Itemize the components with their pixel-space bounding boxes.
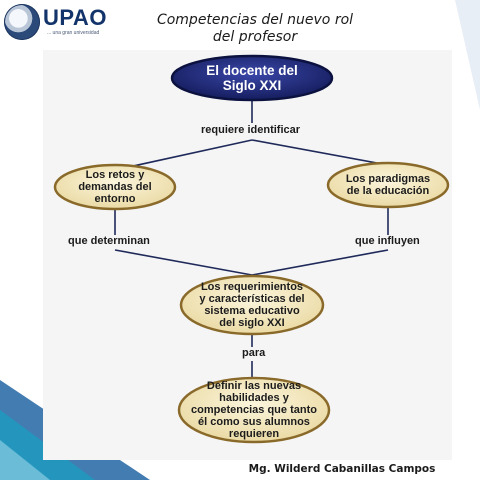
node-paradigmas-line-1: Los paradigmas <box>345 173 431 185</box>
slide-title-line-1: Competencias del nuevo rol <box>156 12 354 28</box>
node-definir-shape <box>177 376 331 444</box>
label-para: para <box>240 347 268 359</box>
logo-tagline: ... una gran universidad <box>47 30 100 36</box>
node-requerimientos-line-4: del siglo XXI <box>219 317 285 329</box>
node-retos-line-2: demandas del <box>78 181 152 193</box>
node-retos-line-1: Los retos y <box>85 169 145 181</box>
university-emblem-icon <box>4 4 40 40</box>
logo-name: UPAO <box>43 5 107 30</box>
upao-logo: UPAO ... una gran universidad <box>4 4 110 40</box>
node-requerimientos-line-3: sistema educativo <box>204 305 300 317</box>
node-paradigmas-shape <box>326 161 450 209</box>
node-definir-line-5: requieren <box>228 428 280 440</box>
line-requiere-to-right <box>251 139 389 166</box>
label-que-determinan: que determinan <box>66 235 152 247</box>
node-docente: El docente del Siglo XXI <box>175 62 329 94</box>
connector-lines <box>114 100 389 378</box>
node-paradigmas: Los paradigmas de la educación <box>333 167 443 203</box>
line-influyen-to-middle <box>251 249 389 276</box>
node-retos: Los retos y demandas del entorno <box>60 168 170 206</box>
slide-title: Competencias del nuevo rol del profesor <box>120 12 390 46</box>
label-que-influyen: que influyen <box>353 235 422 247</box>
node-retos-shape <box>53 163 177 211</box>
node-requerimientos-line-1: Los requerimientos <box>200 281 304 293</box>
node-definir-line-3: competencias que tanto <box>191 404 317 416</box>
node-definir: Definir las nuevas habilidades y compete… <box>184 380 324 440</box>
node-requerimientos-line-2: y características del <box>199 293 305 305</box>
node-definir-line-4: él como sus alumnos <box>198 416 310 428</box>
node-definir-line-2: habilidades y <box>219 392 289 404</box>
node-requerimientos: Los requerimientos y características del… <box>186 279 318 331</box>
line-determinan-to-middle <box>114 249 253 276</box>
node-docente-shape <box>170 54 334 102</box>
node-definir-line-1: Definir las nuevas <box>206 380 302 392</box>
node-docente-line-1: El docente del <box>206 63 298 78</box>
node-requerimientos-shape <box>179 274 325 336</box>
slide-title-line-2: del profesor <box>212 29 298 45</box>
node-paradigmas-line-2: de la educación <box>346 185 430 197</box>
node-docente-line-2: Siglo XXI <box>222 78 282 93</box>
label-requiere-identificar: requiere identificar <box>199 124 303 136</box>
node-retos-line-3: entorno <box>94 193 136 205</box>
line-requiere-to-left <box>114 139 253 171</box>
author-credit: Mg. Wilderd Cabanillas Campos <box>248 463 436 475</box>
